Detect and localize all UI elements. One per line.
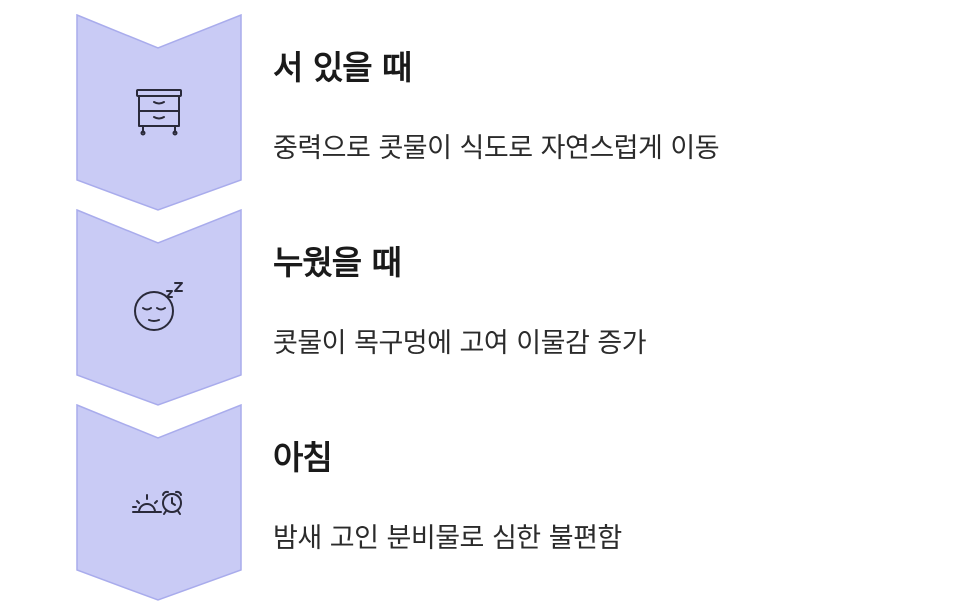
step-description: 콧물이 목구멍에 고여 이물감 증가 — [273, 328, 647, 359]
sunrise-alarm-clock-icon — [127, 474, 187, 534]
step-chevron — [76, 209, 242, 407]
step-title: 누웠을 때 — [273, 243, 402, 282]
step-chevron — [76, 404, 242, 602]
step-description: 밤새 고인 분비물로 심한 불편함 — [273, 523, 622, 554]
step-title: 서 있을 때 — [273, 48, 412, 87]
step-chevron — [76, 14, 242, 212]
dresser-icon — [127, 80, 187, 140]
step-title: 아침 — [273, 438, 333, 477]
step-lying-down: 누웠을 때 콧물이 목구멍에 고여 이물감 증가 — [0, 209, 960, 407]
sleeping-face-icon — [127, 277, 187, 337]
step-description: 중력으로 콧물이 식도로 자연스럽게 이동 — [273, 133, 720, 164]
step-morning: 아침 밤새 고인 분비물로 심한 불편함 — [0, 404, 960, 602]
step-standing: 서 있을 때 중력으로 콧물이 식도로 자연스럽게 이동 — [0, 14, 960, 212]
